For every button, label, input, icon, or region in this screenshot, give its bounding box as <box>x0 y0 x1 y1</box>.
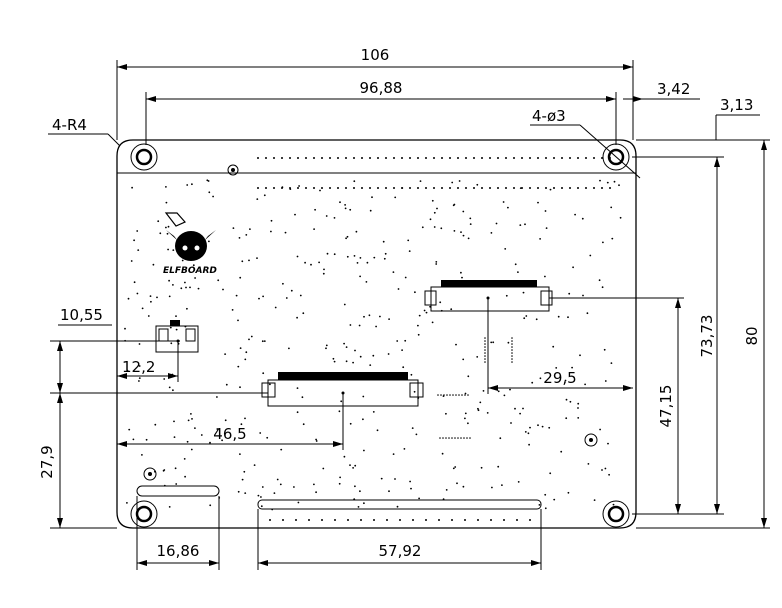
dimension-switch-offset-y: 10,55 <box>50 306 268 394</box>
dimension-board-width-label: 106 <box>361 46 390 64</box>
dimension-hole-spacing-x: 96,88 <box>145 79 617 145</box>
fiducial-left <box>143 467 157 481</box>
callout-corner-radius: 4-R4 <box>48 116 121 147</box>
dimension-hole-offset-top-label: 3,13 <box>720 96 753 114</box>
dimension-hole-spacing-y-label: 73,73 <box>698 315 716 358</box>
dimension-right-connector-offset-x-label: 29,5 <box>543 369 576 387</box>
mounting-hole-bottom-left <box>130 500 158 528</box>
board-outline <box>116 139 637 529</box>
test-pad-field <box>124 157 622 521</box>
dimension-bottom-edge-width-label: 57,92 <box>379 542 422 560</box>
dimension-switch-offset-x: 12,2 <box>117 341 179 382</box>
dimension-connector-offset-y-label: 27,9 <box>38 445 56 478</box>
switch-component <box>155 320 199 353</box>
fiducial-right <box>584 433 598 447</box>
left-edge-slot <box>136 485 220 497</box>
callout-hole-diameter-label: 4-ø3 <box>532 107 566 125</box>
dimension-hole-offset-top: 3,13 <box>715 96 760 140</box>
logo-text: ELFBOARD <box>163 266 217 276</box>
dimension-connector-offset-x: 46,5 <box>117 393 344 450</box>
dimension-right-connector-offset-y: 47,15 <box>549 297 684 514</box>
dimension-left-edge-slot-width-label: 16,86 <box>157 542 200 560</box>
dimension-hole-spacing-x-label: 96,88 <box>360 79 403 97</box>
dimension-connector-offset-x-label: 46,5 <box>213 425 246 443</box>
dimension-right-connector-offset-y-label: 47,15 <box>657 385 675 428</box>
mounting-hole-top-left <box>130 143 158 171</box>
dimension-right-connector-offset-x: 29,5 <box>487 298 633 394</box>
mounting-hole-bottom-right <box>602 500 630 528</box>
callout-hole-diameter: 4-ø3 <box>530 107 641 179</box>
dimension-board-height: 80 <box>636 139 770 529</box>
dimension-bottom-edge-width: 57,92 <box>257 509 542 570</box>
dimension-board-width: 106 <box>116 46 634 140</box>
bottom-edge-connector <box>257 499 542 510</box>
dimension-board-height-label: 80 <box>743 326 761 345</box>
dimension-switch-offset-x-label: 12,2 <box>122 358 155 376</box>
dimension-left-edge-slot-width: 16,86 <box>136 496 220 570</box>
dimension-switch-offset-y-label: 10,55 <box>60 306 103 324</box>
callout-corner-radius-label: 4-R4 <box>52 116 87 134</box>
dimension-connector-offset-y: 27,9 <box>38 393 117 529</box>
elfboard-logo: ELFBOARD <box>163 212 217 276</box>
dimension-hole-offset-right-label: 3,42 <box>657 80 690 98</box>
dimension-hole-offset-right: 3,42 <box>623 80 700 102</box>
fiducial-top <box>227 164 239 176</box>
